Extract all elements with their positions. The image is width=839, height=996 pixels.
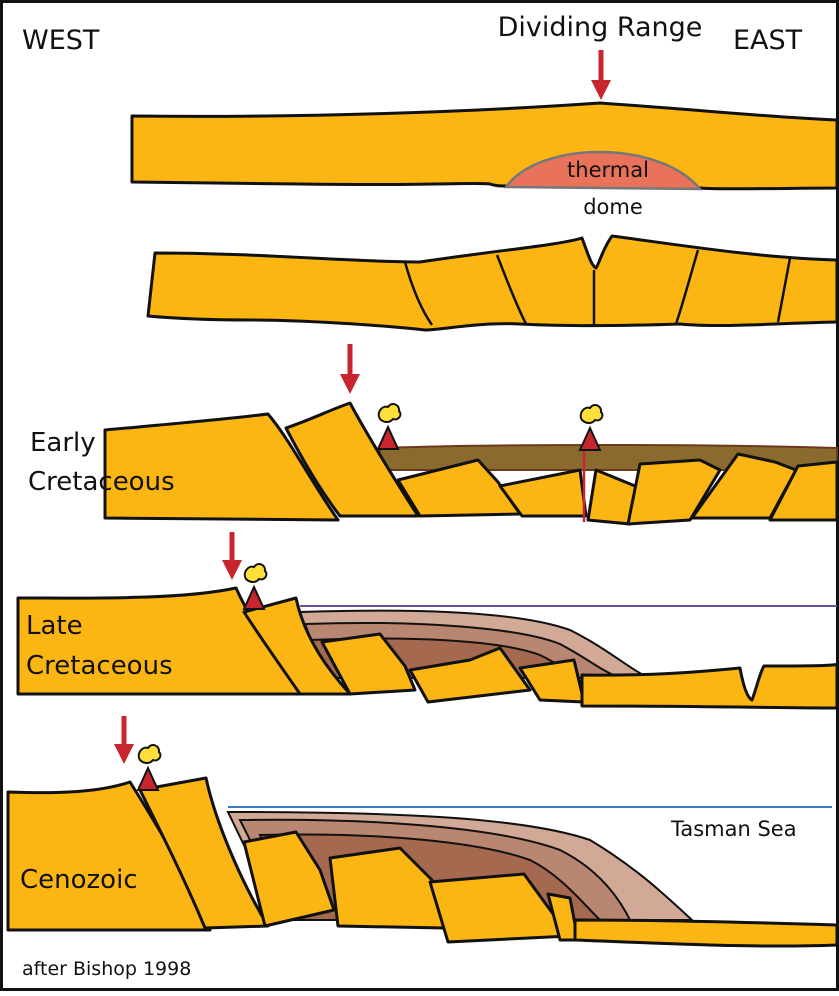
crust-block xyxy=(626,458,722,526)
crust-block xyxy=(580,662,839,710)
crust-block xyxy=(768,460,839,522)
panel-early-cretaceous: Early Cretaceous xyxy=(28,344,839,526)
fault-line xyxy=(403,261,434,326)
cretaceous-label: Cretaceous xyxy=(28,467,175,497)
tasman-sea-label: Tasman Sea xyxy=(670,817,797,841)
crust-block xyxy=(408,646,532,704)
dividing-range-arrow xyxy=(222,532,242,580)
west-label: WEST xyxy=(22,25,100,56)
dome-label: dome xyxy=(583,195,643,219)
cenozoic-label: Cenozoic xyxy=(20,865,138,895)
volcano-icon xyxy=(243,563,268,610)
panel-rifting xyxy=(146,234,839,332)
volcano-icon xyxy=(377,403,402,450)
crust-block xyxy=(284,401,420,518)
crust-block xyxy=(573,918,839,948)
dividing-range-arrow xyxy=(591,50,611,100)
crust-block xyxy=(518,658,586,704)
early-label: Early xyxy=(30,428,96,458)
fault-line xyxy=(674,249,700,325)
dividing-range-arrow xyxy=(340,344,360,394)
crust-slab xyxy=(130,101,839,191)
fault-line xyxy=(495,254,528,325)
panel-cenozoic: Cenozoic Tasman Sea xyxy=(6,716,839,948)
panel-late-cretaceous: Late Cretaceous xyxy=(16,532,839,710)
cretaceous-label: Cretaceous xyxy=(26,651,173,681)
volcano-icon xyxy=(579,404,604,451)
fault-line xyxy=(776,257,792,323)
panel-thermal-dome: thermal dome xyxy=(130,50,839,219)
crust-block xyxy=(320,632,417,696)
crust-slab xyxy=(146,234,839,332)
volcano-icon xyxy=(137,744,162,791)
crust-block xyxy=(103,412,340,522)
crust-block xyxy=(242,830,336,928)
late-label: Late xyxy=(26,611,83,641)
thermal-dome xyxy=(503,150,703,191)
thermal-label: thermal xyxy=(567,158,649,182)
dividing-range-arrow xyxy=(114,716,134,764)
crust-block xyxy=(498,468,588,518)
dividing-range-label: Dividing Range xyxy=(498,12,703,43)
east-label: EAST xyxy=(733,25,803,56)
credit-label: after Bishop 1998 xyxy=(22,958,191,980)
